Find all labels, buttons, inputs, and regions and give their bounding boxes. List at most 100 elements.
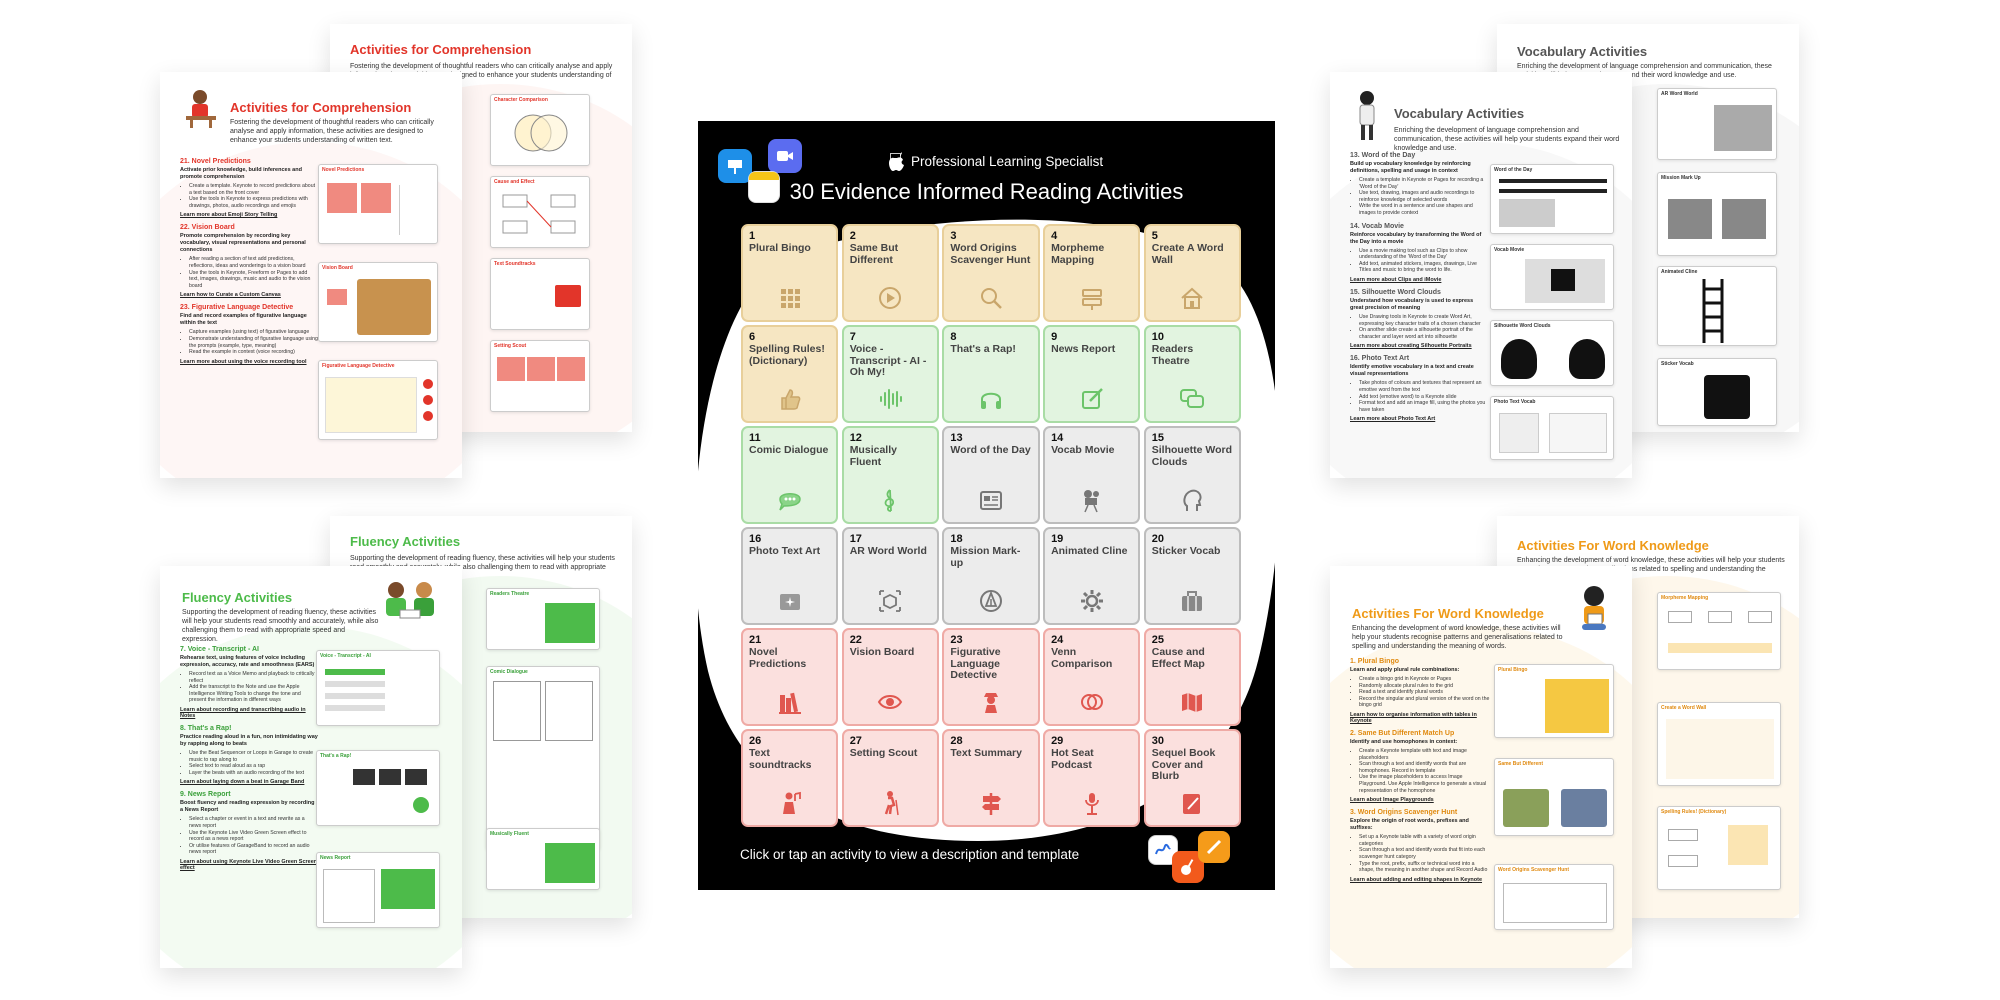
venn-circles-icon: [1045, 689, 1138, 715]
activity-label: Figurative Language Detective: [950, 646, 1001, 682]
fluency-title: Fluency Activities: [182, 590, 293, 605]
learn-more-link[interactable]: Learn more about Emoji Story Telling: [180, 212, 278, 219]
waveform-icon: [844, 386, 937, 412]
keynote-app-icon[interactable]: [718, 149, 752, 183]
learn-more-link[interactable]: Learn more about creating Silhouette Por…: [1350, 343, 1472, 350]
activity-label: Setting Scout: [849, 747, 918, 760]
comprehension-sections: 21. Novel Predictions Activate prior kno…: [180, 152, 318, 365]
pages-app-icon[interactable]: [1198, 831, 1230, 863]
word-knowledge-back-thumb: Create a Word Wall: [1657, 702, 1781, 786]
activity-number: 1: [749, 230, 756, 242]
activity-number: 28: [950, 735, 963, 748]
activity-number: 3: [950, 230, 957, 242]
vocabulary-back-title: Vocabulary Activities: [1517, 44, 1648, 59]
activity-label: Novel Predictions: [749, 646, 807, 670]
learn-more-link[interactable]: Learn how to Curate a Custom Canvas: [180, 292, 281, 299]
pen-nib-icon: [944, 588, 1037, 614]
learn-more-link[interactable]: Learn more about Clips and iMovie: [1350, 276, 1442, 283]
learn-more-link[interactable]: Learn more about using the voice recordi…: [180, 358, 307, 365]
map-icon: [1146, 689, 1239, 715]
activity-label: Morpheme Mapping: [1051, 242, 1105, 266]
apple-logo-shape-icon: [889, 151, 904, 171]
activity-number: 17: [849, 533, 862, 546]
ladder-icon: [1702, 279, 1724, 343]
vocabulary-back-thumb: Mission Mark Up: [1657, 172, 1777, 256]
comprehension-thumb: Novel Predictions: [318, 164, 438, 244]
clips-app-icon[interactable]: [768, 139, 802, 173]
mic-chair-icon: [1045, 790, 1138, 816]
word-knowledge-intro: Enhancing the development of word knowle…: [1352, 625, 1563, 650]
children-reading-illustration-icon: [386, 582, 434, 619]
learn-more-link[interactable]: Learn about laying down a beat in Garage…: [180, 779, 305, 786]
comprehension-back-thumb: Setting Scout: [490, 340, 590, 412]
activity-label: AR Word World: [849, 545, 927, 558]
learn-more-link[interactable]: Learn about recording and transcribing a…: [180, 706, 306, 719]
fluency-back-title: Fluency Activities: [350, 534, 461, 549]
section-silhouette-word-clouds: 15. Silhouette Word Clouds Understand ho…: [1350, 289, 1486, 349]
learn-more-link[interactable]: Learn about Image Playgrounds: [1350, 797, 1434, 804]
activity-label: Same But Different: [849, 242, 899, 266]
activity-number: 13: [950, 432, 963, 445]
learn-more-link[interactable]: Learn how to organise information with t…: [1350, 711, 1477, 724]
signpost-icon: [1045, 285, 1138, 311]
speech-bubbles-icon: [1146, 386, 1239, 412]
vocabulary-back-thumb: Sticker Vocab: [1657, 358, 1777, 426]
activity-number: 7: [849, 331, 856, 344]
activity-number: 16: [749, 533, 762, 546]
learn-more-link[interactable]: Learn about adding and editing shapes in…: [1350, 876, 1483, 883]
magnifier-icon: [944, 285, 1037, 311]
person-music-icon: [743, 790, 836, 816]
activity-label: Sticker Vocab: [1151, 545, 1221, 558]
word-knowledge-thumb: Same But Different: [1494, 758, 1614, 836]
activity-number: 18: [950, 533, 963, 546]
section-same-but-different: 2. Same But Different Match Up Identify …: [1350, 730, 1490, 803]
vocabulary-title: Vocabulary Activities: [1394, 106, 1525, 121]
section-plural-bingo: 1. Plural Bingo Learn and apply plural r…: [1350, 658, 1490, 724]
chat-bubble-icon: [743, 487, 836, 513]
reader-illustration-icon: [186, 90, 216, 128]
activity-label: Text soundtracks: [749, 747, 812, 771]
activity-number: 29: [1051, 735, 1064, 748]
vocabulary-thumb: Word of the Day: [1490, 164, 1614, 234]
learn-more-link[interactable]: Learn more about Photo Text Art: [1350, 416, 1436, 423]
word-knowledge-sections: 1. Plural Bingo Learn and apply plural r…: [1350, 652, 1490, 883]
learn-more-link[interactable]: Learn about using Keynote Live Video Gre…: [180, 858, 318, 871]
activity-number: 27: [849, 735, 862, 748]
poster-footer: Click or tap an activity to view a descr…: [740, 847, 1080, 862]
comprehension-thumb: Vision Board: [318, 262, 438, 342]
word-knowledge-back-thumb: Morpheme Mapping: [1657, 592, 1781, 670]
notes-app-icon[interactable]: [748, 171, 780, 203]
comprehension-back-page: Activities for Comprehension Fostering t…: [330, 24, 632, 432]
